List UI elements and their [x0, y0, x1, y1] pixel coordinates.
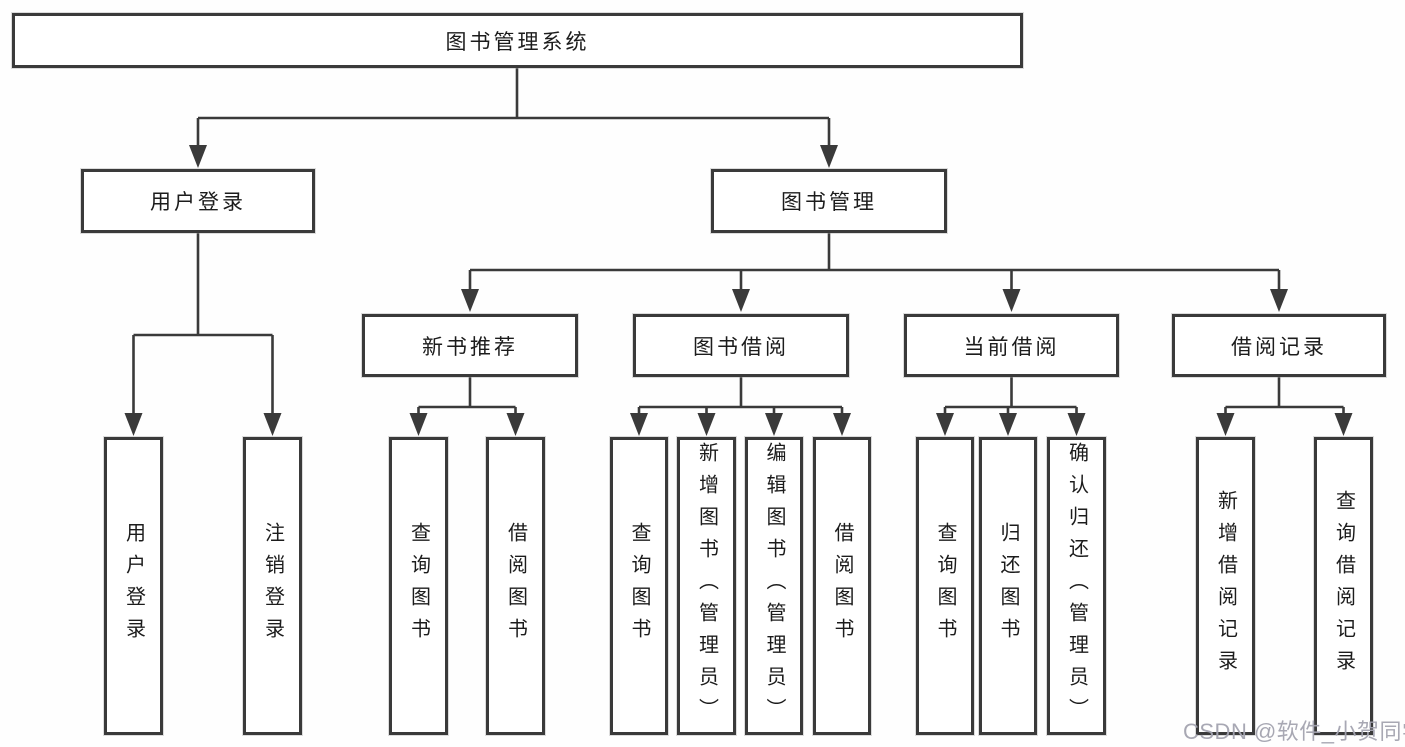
- leaf-query-books-borrowing: 查询图书: [610, 437, 668, 735]
- node-label: 新增借阅记录: [1214, 490, 1237, 682]
- node-book-management: 图书管理: [711, 169, 947, 233]
- node-book-borrowing: 图书借阅: [633, 314, 849, 377]
- node-label: 借阅记录: [1231, 335, 1327, 359]
- leaf-return-books: 归还图书: [979, 437, 1037, 735]
- leaf-query-books-recommend: 查询图书: [389, 437, 448, 735]
- node-new-book-recommendation: 新书推荐: [362, 314, 578, 377]
- node-label: 当前借阅: [963, 335, 1060, 359]
- node-label: 查询图书: [407, 522, 430, 650]
- leaf-confirm-return-admin: 确认归还（管理员）: [1047, 437, 1106, 735]
- node-library-management-system: 图书管理系统: [12, 13, 1023, 68]
- leaf-query-borrow-record: 查询借阅记录: [1314, 437, 1373, 735]
- node-label: 用户登录: [122, 522, 145, 650]
- node-label: 归还图书: [997, 522, 1019, 650]
- leaf-logout: 注销登录: [243, 437, 302, 735]
- leaf-query-books-current: 查询图书: [916, 437, 974, 735]
- node-user-login: 用户登录: [81, 169, 315, 233]
- node-label: 查询借阅记录: [1332, 490, 1355, 682]
- node-label: 确认归还（管理员）: [1065, 442, 1088, 730]
- node-label: 新增图书（管理员）: [695, 442, 718, 730]
- leaf-add-books-admin: 新增图书（管理员）: [677, 437, 736, 735]
- node-label: 查询图书: [934, 522, 956, 650]
- leaf-borrow-books-recommend: 借阅图书: [486, 437, 545, 735]
- node-label: 用户登录: [150, 191, 246, 214]
- leaf-borrow-books-borrowing: 借阅图书: [813, 437, 871, 735]
- node-label: 编辑图书（管理员）: [763, 442, 785, 730]
- node-label: 查询图书: [628, 522, 650, 650]
- node-label: 图书借阅: [693, 335, 789, 359]
- node-label: 图书管理系统: [445, 30, 590, 54]
- csdn-watermark: CSDN @软件_小贺同学: [1183, 719, 1405, 744]
- tree-edges: [132, 68, 1345, 418]
- node-borrowing-records: 借阅记录: [1172, 314, 1386, 377]
- leaf-user-login: 用户登录: [104, 437, 163, 735]
- leaf-add-borrow-record: 新增借阅记录: [1196, 437, 1255, 735]
- node-label: 借阅图书: [831, 522, 853, 650]
- node-label: 借阅图书: [504, 522, 527, 650]
- node-label: 图书管理: [781, 191, 877, 214]
- node-current-borrowing: 当前借阅: [904, 314, 1119, 377]
- node-label: 新书推荐: [422, 335, 518, 359]
- leaf-edit-books-admin: 编辑图书（管理员）: [745, 437, 803, 735]
- node-label: 注销登录: [261, 522, 284, 650]
- arrowheads: [124, 145, 1353, 436]
